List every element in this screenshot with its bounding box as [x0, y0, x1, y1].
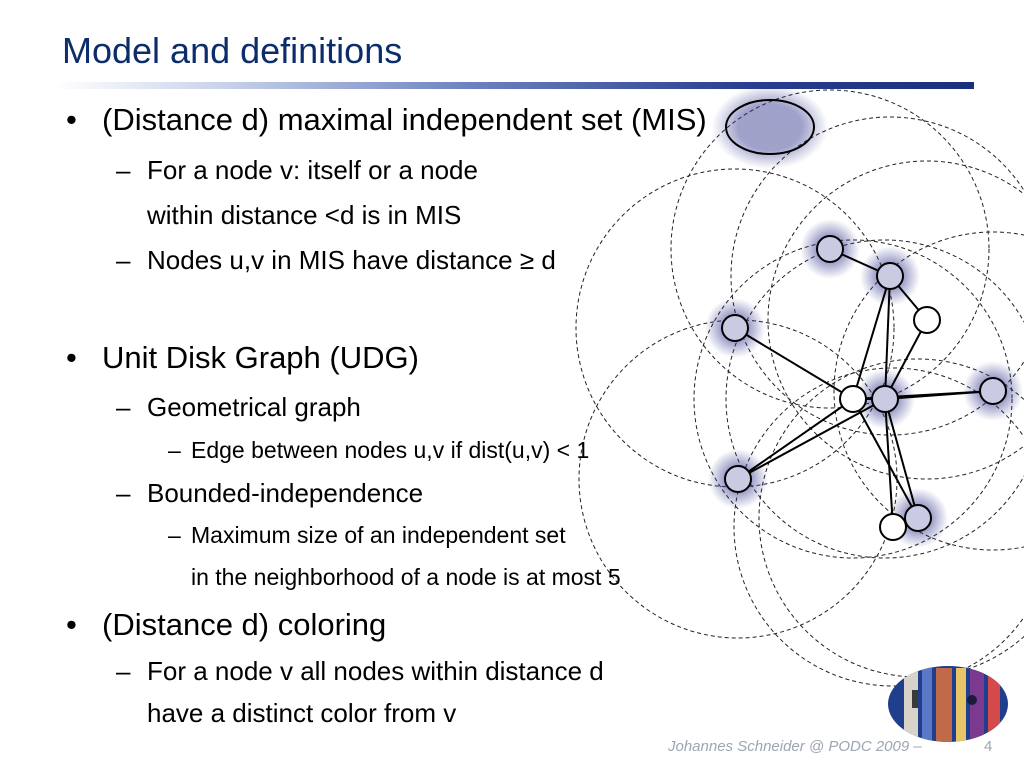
bullet-text: (Distance d) maximal independent set (MI…: [102, 102, 707, 137]
dash-icon: –: [116, 392, 131, 422]
unit-disk-circles: [575, 89, 1024, 687]
edge: [884, 275, 891, 400]
unit-disk: [733, 367, 1024, 687]
page-number: 4: [984, 738, 993, 755]
sub-sub-bullet-text: Maximum size of an independent set: [191, 522, 566, 548]
node: [913, 306, 941, 334]
node: [839, 385, 867, 413]
graph-edges: [734, 248, 994, 528]
edge: [884, 398, 894, 528]
sub-bullet-text: Bounded-independence: [147, 478, 424, 508]
title-underline-bar: [54, 82, 974, 89]
sub-bullet-continuation: have a distinct color from v: [147, 698, 457, 728]
unit-disk: [575, 168, 895, 488]
unit-disk: [758, 358, 1024, 678]
unit-disk: [833, 231, 1024, 551]
graph-nodes: [721, 235, 1007, 541]
edge: [852, 275, 891, 400]
dash-icon: –: [168, 522, 181, 548]
mis-node: [871, 385, 899, 413]
edge: [884, 398, 919, 519]
unit-disk: [730, 116, 1024, 436]
dash-icon: –: [168, 437, 181, 463]
edge: [852, 398, 919, 519]
node: [879, 513, 907, 541]
edge: [884, 390, 994, 400]
mis-node: [904, 504, 932, 532]
edge: [737, 398, 854, 480]
unit-disk: [767, 160, 1024, 480]
sub-bullet-text: Geometrical graph: [147, 392, 361, 422]
unit-disk: [670, 89, 990, 409]
bullet-text: (Distance d) coloring: [102, 607, 387, 642]
footer-author: Johannes Schneider @ PODC 2009 –: [668, 738, 922, 755]
mis-label-oval: [725, 99, 815, 155]
sub-sub-bullet-continuation: in the neighborhood of a node is at most…: [191, 564, 621, 590]
mis-label-glow: [712, 85, 828, 169]
edge: [737, 398, 886, 480]
unit-disk: [725, 239, 1024, 559]
bullet-icon: •: [66, 607, 77, 642]
sub-bullet-text: For a node v all nodes within distance d: [147, 656, 604, 686]
sub-bullet-text: For a node v: itself or a node: [147, 155, 478, 185]
dash-icon: –: [116, 245, 131, 275]
slide-title: Model and definitions: [62, 30, 403, 71]
bullet-icon: •: [66, 102, 77, 137]
mis-highlight-glows: [705, 85, 1023, 548]
mis-node: [724, 465, 752, 493]
bullet-text: Unit Disk Graph (UDG): [102, 340, 419, 375]
mis-node: [979, 377, 1007, 405]
conference-logo-image: [888, 666, 1008, 742]
sub-bullet-text: Nodes u,v in MIS have distance ≥ d: [147, 245, 556, 275]
edge: [734, 327, 854, 400]
dash-icon: –: [116, 155, 131, 185]
mis-node: [816, 235, 844, 263]
sub-sub-bullet-text: Edge between nodes u,v if dist(u,v) < 1: [191, 437, 590, 463]
mis-node: [876, 262, 904, 290]
edge: [884, 319, 928, 400]
dash-icon: –: [116, 656, 131, 686]
mis-node: [721, 314, 749, 342]
bullet-icon: •: [66, 340, 77, 375]
sub-bullet-continuation: within distance <d is in MIS: [147, 200, 462, 230]
dash-icon: –: [116, 478, 131, 508]
